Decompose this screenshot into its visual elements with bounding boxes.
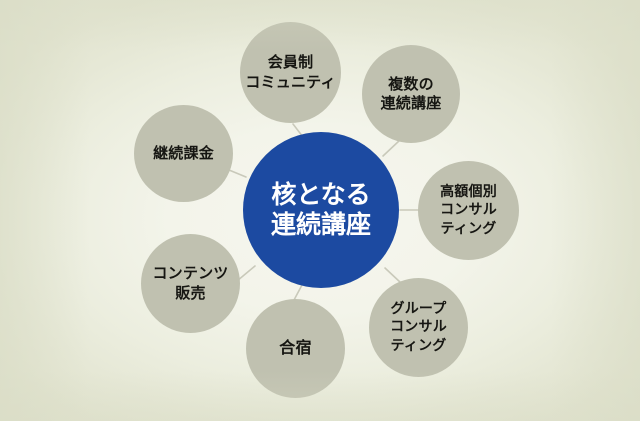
node-premium[interactable]: 高額個別 コンサル ティング bbox=[418, 161, 519, 260]
node-membership[interactable]: 会員制 コミュニティ bbox=[240, 22, 341, 123]
node-subscription-label: 継続課金 bbox=[153, 143, 214, 162]
connector-line-subscription bbox=[228, 169, 247, 178]
node-content-sales-label: コンテンツ 販売 bbox=[152, 264, 229, 302]
node-group-consulting-label: グループ コンサル ティング bbox=[390, 300, 447, 354]
node-group-consulting[interactable]: グループ コンサル ティング bbox=[369, 278, 468, 377]
node-core-hub-label: 核となる 連続講座 bbox=[270, 179, 371, 240]
node-camp-label: 合宿 bbox=[279, 338, 312, 358]
node-subscription[interactable]: 継続課金 bbox=[134, 105, 233, 202]
node-multicourse-label: 複数の 連続講座 bbox=[380, 74, 442, 113]
node-membership-label: 会員制 コミュニティ bbox=[245, 53, 336, 91]
connector-line-multicourse bbox=[382, 139, 401, 157]
connector-line-groupconsult bbox=[384, 267, 402, 284]
node-content-sales[interactable]: コンテンツ 販売 bbox=[141, 234, 240, 333]
node-core-hub[interactable]: 核となる 連続講座 bbox=[243, 132, 399, 288]
node-premium-label: 高額個別 コンサル ティング bbox=[440, 183, 497, 237]
connector-line-camp bbox=[293, 284, 303, 301]
node-camp[interactable]: 合宿 bbox=[246, 299, 345, 398]
node-multicourse[interactable]: 複数の 連続講座 bbox=[362, 45, 460, 143]
